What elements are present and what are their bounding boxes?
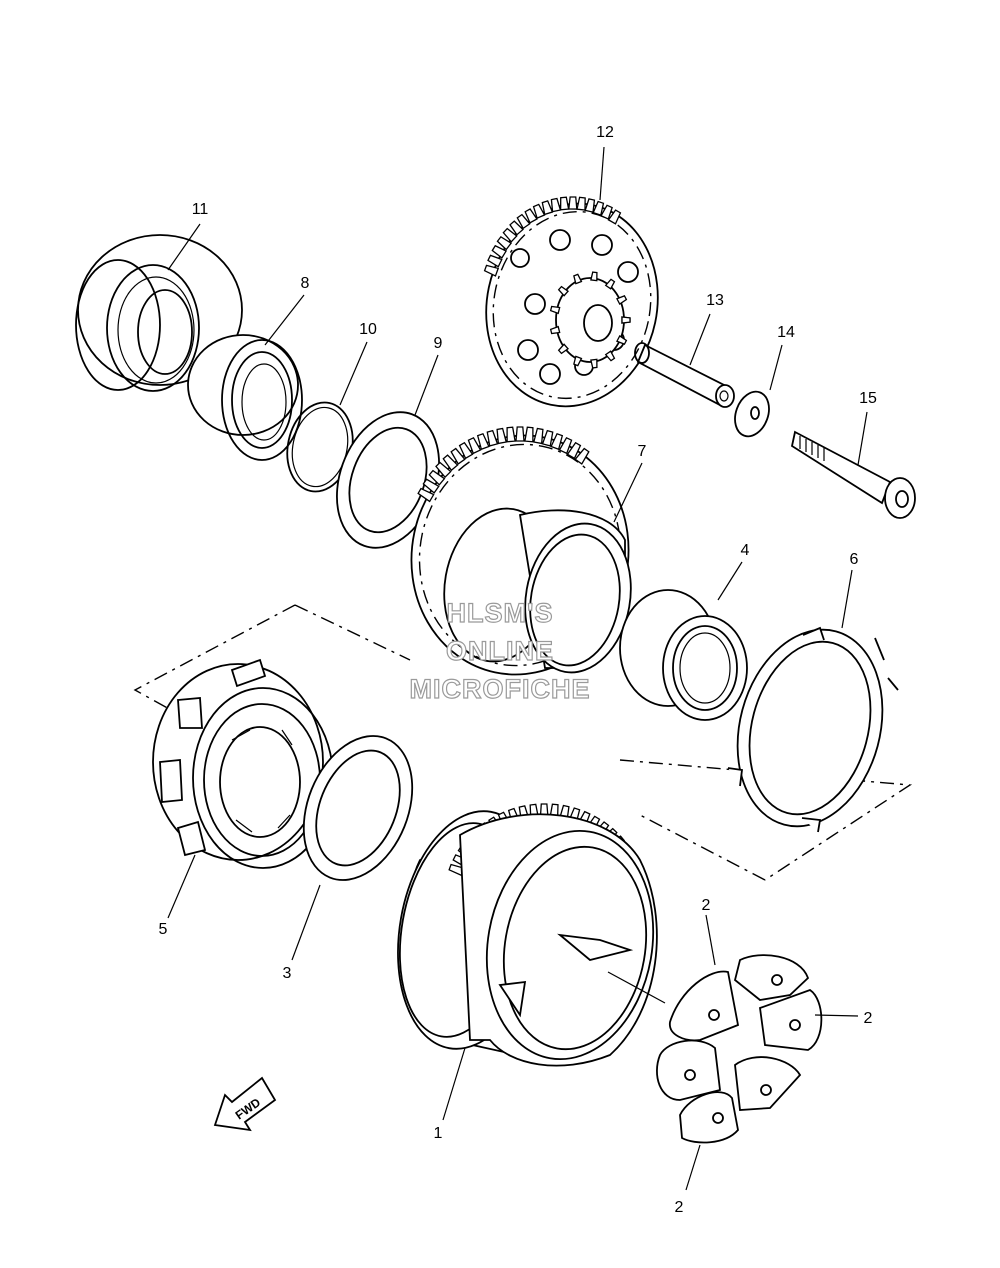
part-6-plate — [727, 626, 899, 833]
callout-12: 12 — [596, 124, 614, 141]
callout-2-bottom: 2 — [675, 1199, 684, 1216]
part-11-bearing — [75, 234, 243, 392]
part-9-washer — [336, 411, 440, 549]
callout-15: 15 — [859, 390, 877, 407]
watermark: HLSM'S ONLINE MICROFICHE — [409, 597, 591, 704]
part-4-bushing — [619, 589, 748, 721]
part-12-idler-gear — [483, 196, 659, 408]
part-15-bolt — [790, 430, 916, 519]
reference-plane-outline — [133, 604, 913, 881]
callout-5: 5 — [159, 921, 168, 938]
watermark-line-1: HLSM'S — [447, 598, 554, 628]
part-13-shaft — [634, 342, 735, 408]
callout-2-top: 2 — [702, 897, 711, 914]
callouts: 1 2 2 2 3 4 5 6 7 8 9 10 11 12 13 14 15 — [159, 124, 877, 1216]
part-2-dampers — [656, 954, 823, 1144]
callout-8: 8 — [301, 275, 310, 292]
fwd-arrow-icon: FWD — [213, 1076, 277, 1132]
watermark-line-3: MICROFICHE — [410, 674, 591, 704]
leader-lines — [167, 146, 868, 1191]
callout-9: 9 — [434, 335, 443, 352]
callout-10: 10 — [359, 321, 377, 338]
part-5-clutch — [152, 658, 334, 869]
part-3-washer — [302, 735, 414, 881]
part-14-washer — [734, 390, 770, 438]
callout-13: 13 — [706, 292, 724, 309]
callout-2-right: 2 — [864, 1010, 873, 1027]
callout-6: 6 — [850, 551, 859, 568]
callout-7: 7 — [638, 443, 647, 460]
watermark-line-2: ONLINE — [446, 636, 554, 666]
callout-4: 4 — [741, 542, 750, 559]
callout-11: 11 — [192, 201, 209, 218]
part-8-bushing — [187, 334, 303, 461]
part-7-starter-gear — [410, 426, 632, 676]
callout-3: 3 — [283, 965, 292, 982]
callout-1: 1 — [434, 1125, 443, 1142]
callout-14: 14 — [777, 324, 795, 341]
part-1-housing — [397, 803, 666, 1067]
